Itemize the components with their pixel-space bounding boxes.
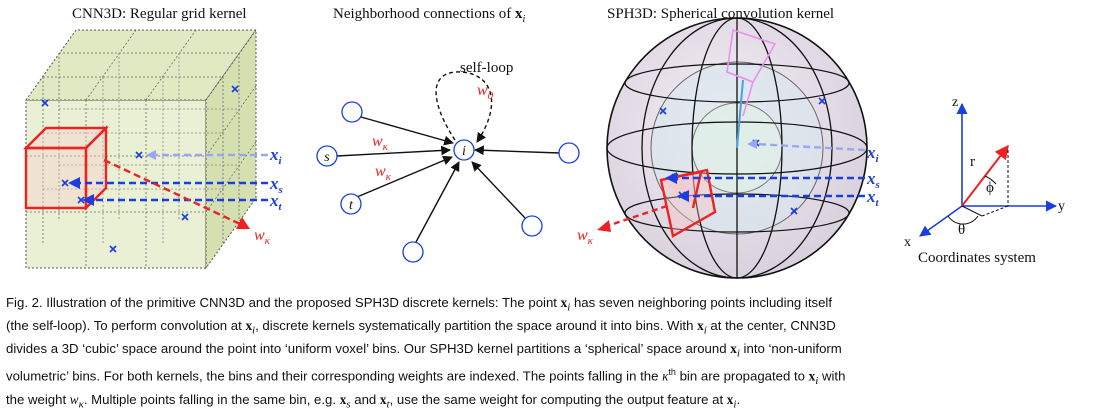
figure-2: CNN3D: Regular grid kernel Neighborhood …	[23, 6, 1065, 279]
sph3d-title: SPH3D: Spherical convolution kernel	[607, 6, 835, 22]
node-i-label: i	[462, 144, 466, 159]
wk-edge-label-2: wκ	[375, 163, 392, 183]
figure-caption: Fig. 2. Illustration of the primitive CN…	[6, 294, 1090, 414]
sph-xs-label: xs	[866, 169, 880, 191]
sph-wk-label: wκ	[577, 227, 594, 247]
caption-line-4: volumetric’ bins. For both kernels, the …	[6, 367, 846, 388]
node-t-label: t	[349, 198, 354, 213]
wk-edge-label-1: wκ	[372, 133, 389, 153]
axis-x-label: x	[904, 235, 911, 250]
neighborhood-title: Neighborhood connections of xi	[333, 6, 525, 25]
node-s-label: s	[324, 150, 330, 165]
caption-line-2: (the self-loop). To perform convolution …	[6, 318, 836, 337]
axis-z-label: z	[952, 95, 958, 110]
coords-title: Coordinates system	[918, 250, 1036, 266]
theta-label: θ	[958, 222, 965, 238]
neighborhood-title-var: x	[515, 6, 523, 22]
caption-line-5: the weight wκ. Multiple points falling i…	[6, 391, 741, 411]
neighborhood-title-sub: i	[522, 14, 526, 25]
w0-label: w0	[477, 82, 494, 102]
axis-y-label: y	[1058, 199, 1065, 214]
xi-label: xi	[269, 145, 283, 167]
sph-xi-label: xi	[866, 143, 880, 165]
self-loop-label: self-loop	[460, 60, 513, 76]
sph3d-spherical-kernel: xi xs xt wκ	[577, 17, 880, 279]
coordinate-system: z y x r ϕ θ	[904, 95, 1065, 250]
caption-line-1: Fig. 2. Illustration of the primitive CN…	[6, 295, 833, 314]
sph-xt-label: xt	[866, 187, 880, 209]
cnn3d-title: CNN3D: Regular grid kernel	[72, 6, 247, 22]
xt-label: xt	[269, 191, 283, 213]
phi-label: ϕ	[986, 180, 994, 196]
cnn3d-grid-kernel: xi xs xt wκ	[23, 28, 283, 270]
r-label: r	[970, 154, 975, 170]
caption-line-3: divides a 3D ‘cubic’ space around the po…	[6, 341, 842, 360]
neighborhood-graph: i s t self-loop w0 wκ wκ	[316, 60, 580, 263]
neighborhood-title-text: Neighborhood connections of	[333, 6, 516, 22]
wk-label: wκ	[254, 227, 271, 247]
xs-label: xs	[269, 174, 283, 196]
